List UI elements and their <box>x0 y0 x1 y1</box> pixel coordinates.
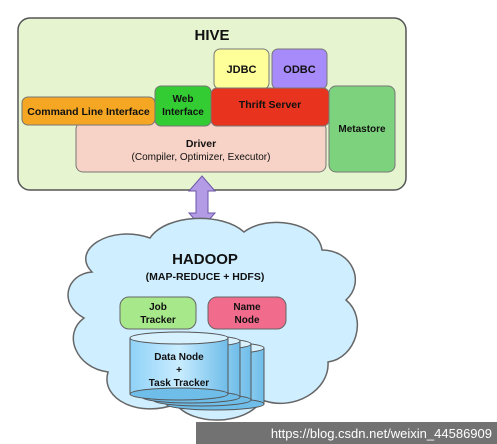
hive-title: HIVE <box>194 27 229 44</box>
jdbc-label: JDBC <box>227 64 257 76</box>
job-tracker-box <box>119 296 197 330</box>
cli-label: Command Line Interface <box>27 106 150 118</box>
data-node-label-line1: Data Node <box>154 352 204 363</box>
metastore-box <box>328 85 396 173</box>
hadoop-subtitle: (MAP-REDUCE + HDFS) <box>146 271 265 283</box>
thrift-server-label: Thrift Server <box>239 99 301 111</box>
odbc-label: ODBC <box>283 64 315 76</box>
name-node-box <box>207 296 287 330</box>
name-node-label-line1: Name <box>233 302 261 313</box>
web-interface-box <box>154 85 212 127</box>
data-node-label-line2: + <box>176 365 182 376</box>
driver-subtitle: (Compiler, Optimizer, Executor) <box>132 152 271 163</box>
job-tracker-label-line2: Tracker <box>140 315 176 326</box>
watermark-text: https://blog.csdn.net/weixin_44586909 <box>271 426 492 441</box>
name-node-label-line2: Node <box>235 315 260 326</box>
driver-title: Driver <box>186 138 216 150</box>
metastore-label: Metastore <box>338 124 386 135</box>
data-node-cylinder-front <box>129 331 229 401</box>
hadoop-title: HADOOP <box>172 251 238 268</box>
data-node-label-line3: Task Tracker <box>149 378 210 389</box>
job-tracker-label-line1: Job <box>149 302 167 313</box>
web-interface-label-line2: Interface <box>162 107 204 118</box>
watermark-bar <box>196 422 497 444</box>
web-interface-label-line1: Web <box>173 94 194 105</box>
